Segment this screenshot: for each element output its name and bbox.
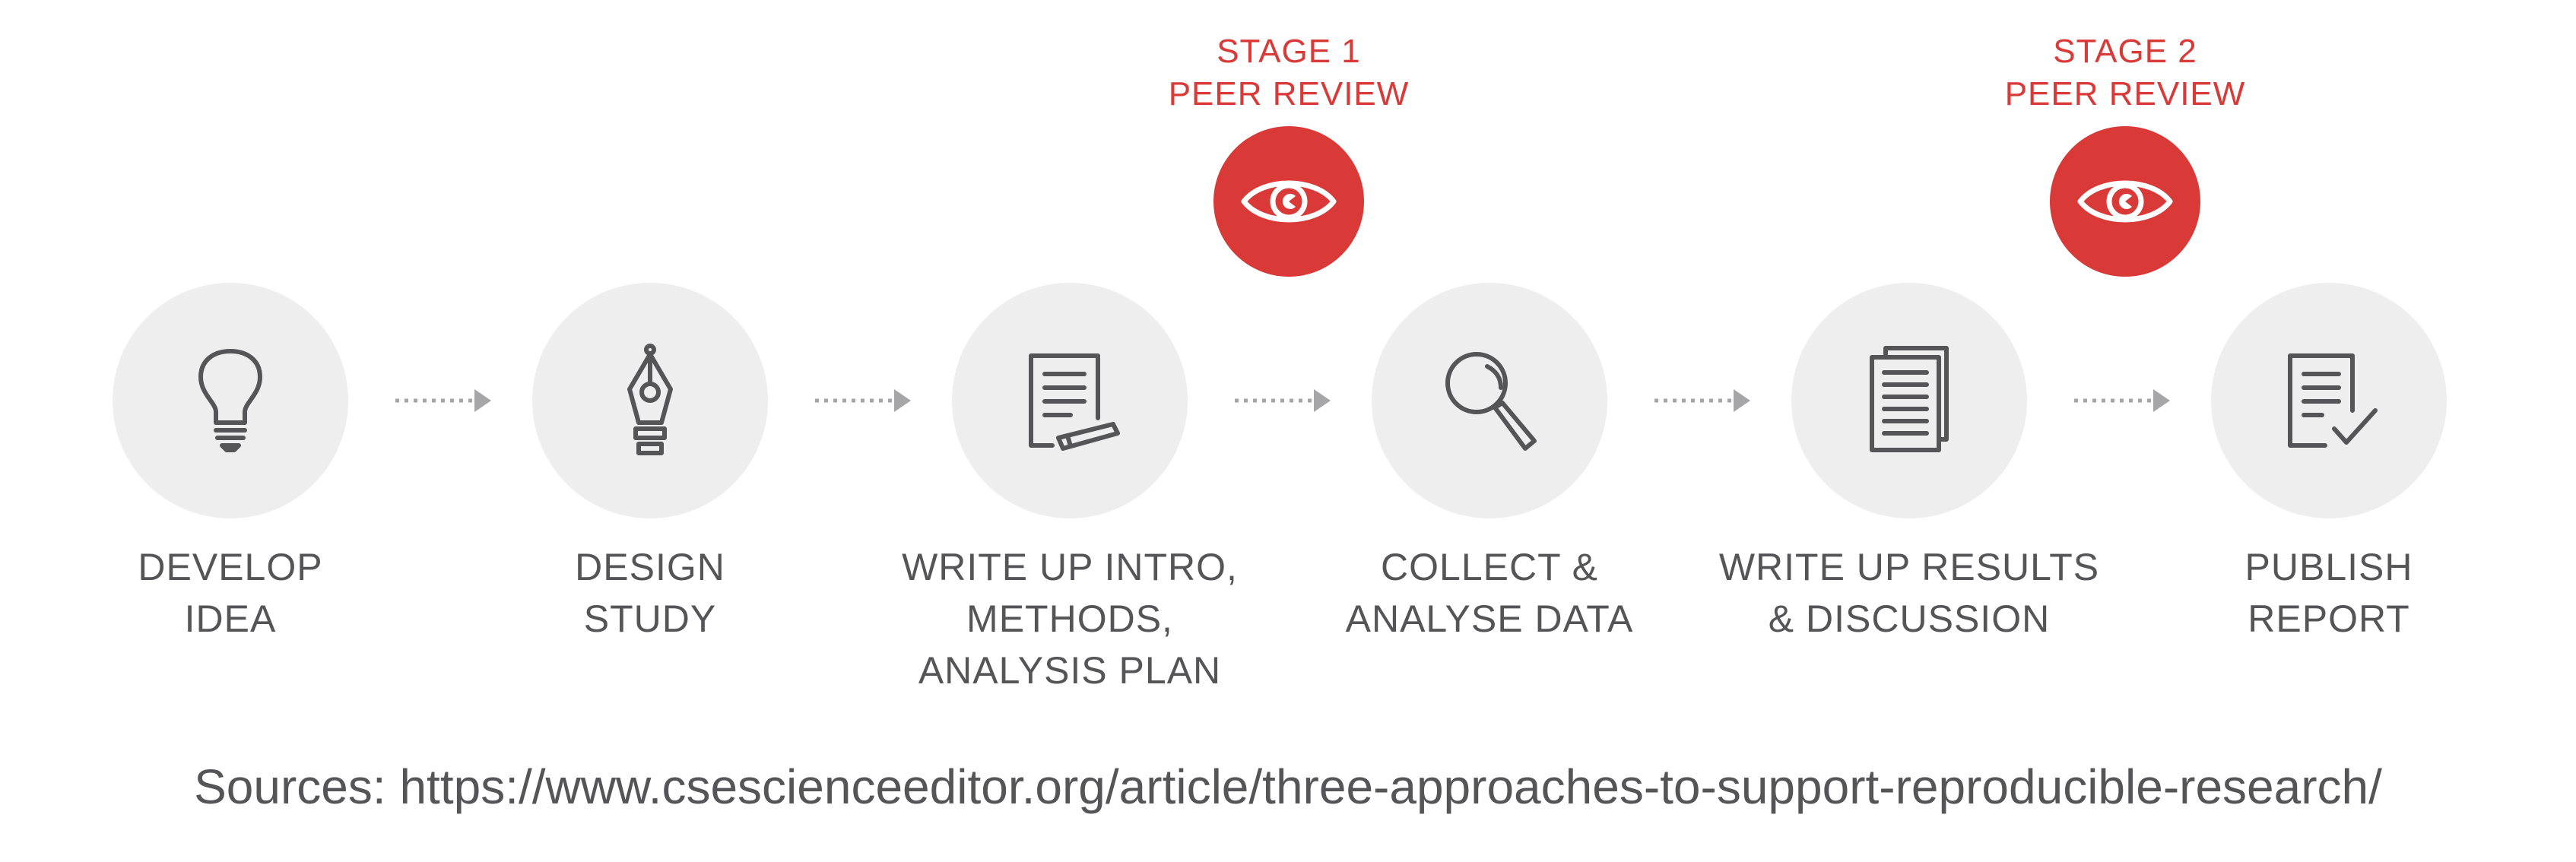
stage-write-intro xyxy=(952,283,1188,518)
stage-publish-report xyxy=(2211,283,2447,518)
flow-arrow xyxy=(2074,389,2170,412)
stage-develop-idea-label: DEVELOP IDEA xyxy=(138,546,323,640)
document-check-icon xyxy=(2288,353,2378,448)
flow-arrow xyxy=(815,389,911,412)
stage-collect-analyse-label: COLLECT & ANALYSE DATA xyxy=(1345,546,1634,640)
stage-write-results xyxy=(1791,283,2027,518)
stage-design-study xyxy=(532,283,768,518)
pen-nib-icon xyxy=(627,344,673,455)
stage-publish-report-label: PUBLISH REPORT xyxy=(2244,546,2413,640)
eye-icon xyxy=(2077,180,2173,223)
flow-arrow xyxy=(395,389,491,412)
stage-develop-idea xyxy=(113,283,348,518)
stage-write-results-label: WRITE UP RESULTS & DISCUSSION xyxy=(1718,546,2100,640)
eye-icon xyxy=(1241,180,1337,223)
flow-arrow xyxy=(1654,389,1750,412)
documents-icon xyxy=(1870,346,1949,452)
document-edit-icon xyxy=(1029,353,1120,451)
stage-write-intro-label: WRITE UP INTRO, METHODS, ANALYSIS PLAN xyxy=(902,546,1238,692)
magnifier-icon xyxy=(1445,352,1537,451)
stage-1-review-title: STAGE 1 PEER REVIEW xyxy=(1168,33,1410,113)
stage-collect-analyse xyxy=(1372,283,1607,518)
flow-arrow xyxy=(1235,389,1331,412)
lightbulb-icon xyxy=(198,349,262,452)
stage-2-review-badge xyxy=(2050,126,2200,277)
stage-2-review-title: STAGE 2 PEER REVIEW xyxy=(2004,33,2246,113)
stage-design-study-label: DESIGN STUDY xyxy=(575,546,725,640)
source-caption: Sources: https://www.csescienceeditor.or… xyxy=(194,759,2382,814)
stage-1-review-badge xyxy=(1213,126,1364,277)
